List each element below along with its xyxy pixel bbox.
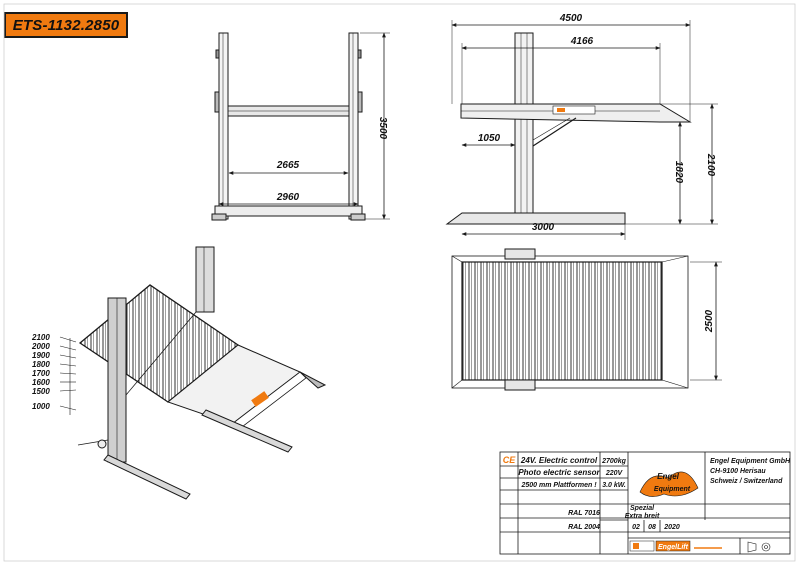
side-platform-logo-plate — [552, 105, 596, 115]
top-column-lower — [504, 379, 536, 391]
side-dim-lift-height: 1820 — [673, 161, 684, 184]
logo-word-equipment: Equipment — [654, 486, 691, 493]
level-1900: 1900 — [32, 351, 50, 360]
color-2: RAL 2004 — [568, 524, 600, 531]
footer-brand-name: EngelLift — [658, 544, 689, 551]
front-right-column — [348, 32, 359, 220]
model-badge: ETS-1132.2850 — [4, 12, 128, 38]
iso-back-column — [195, 246, 215, 313]
level-1700: 1700 — [32, 369, 50, 378]
front-view — [211, 32, 390, 221]
front-dim-height: 3500 — [377, 117, 388, 140]
level-1800: 1800 — [32, 360, 50, 369]
title-block — [499, 451, 791, 555]
iso-height-scale: 2100 2000 1900 1800 1700 1600 1500 1000 — [31, 333, 77, 415]
color-1: RAL 7016 — [568, 510, 600, 517]
top-view — [451, 248, 722, 391]
front-left-column — [218, 32, 229, 220]
projection-symbol-icon — [747, 541, 771, 553]
front-dim-outer-width: 2960 — [276, 192, 300, 203]
special-value: Extra breit — [625, 513, 660, 520]
company-address: CH-9100 Herisau — [710, 468, 766, 475]
spec-voltage: 220V — [605, 470, 624, 477]
side-base — [445, 212, 626, 225]
spec-power: 3.0 kW. — [602, 482, 626, 489]
side-dim-platform-length: 4166 — [570, 36, 594, 47]
company-name: Engel Equipment GmbH — [710, 458, 791, 465]
iso-base-arm-back — [201, 409, 293, 453]
feature-platform: 2500 mm Plattformen ! — [520, 482, 597, 489]
spec-capacity: 2700kg — [601, 458, 626, 465]
side-dim-base-length: 3000 — [532, 222, 555, 233]
date-month: 08 — [648, 524, 656, 531]
level-1600: 1600 — [32, 378, 50, 387]
side-view — [445, 20, 718, 240]
side-column — [514, 32, 534, 218]
side-dim-max-height: 2100 — [705, 153, 716, 177]
level-1500: 1500 — [32, 387, 50, 396]
front-dim-inner-width: 2665 — [276, 160, 300, 171]
ce-mark: CE — [503, 455, 516, 465]
date-day: 02 — [632, 524, 640, 531]
side-dim-overhang: 1050 — [478, 133, 501, 144]
level-2100: 2100 — [31, 333, 50, 342]
top-column-upper — [504, 248, 536, 260]
date-year: 2020 — [663, 524, 680, 531]
top-dim-width: 2500 — [704, 309, 715, 333]
top-platform-slats — [461, 261, 663, 381]
level-1000: 1000 — [32, 402, 50, 411]
footer-brand: EngelLift — [629, 540, 722, 552]
level-2000: 2000 — [31, 342, 50, 351]
iso-view — [77, 246, 327, 500]
engel-logo: Engel Equipment — [639, 471, 699, 497]
sheet-border — [3, 3, 796, 562]
special-label: Spezial — [630, 505, 655, 512]
front-base — [214, 205, 363, 217]
feature-sensor: Photo electric sensor — [518, 468, 600, 477]
feature-control: 24V. Electric control — [520, 456, 598, 465]
model-number: ETS-1132.2850 — [12, 16, 120, 34]
logo-word-engel: Engel — [657, 472, 680, 481]
company-country: Schweiz / Switzerland — [710, 478, 783, 485]
side-dim-total-length: 4500 — [559, 13, 583, 24]
iso-base-arm-front — [103, 454, 191, 500]
